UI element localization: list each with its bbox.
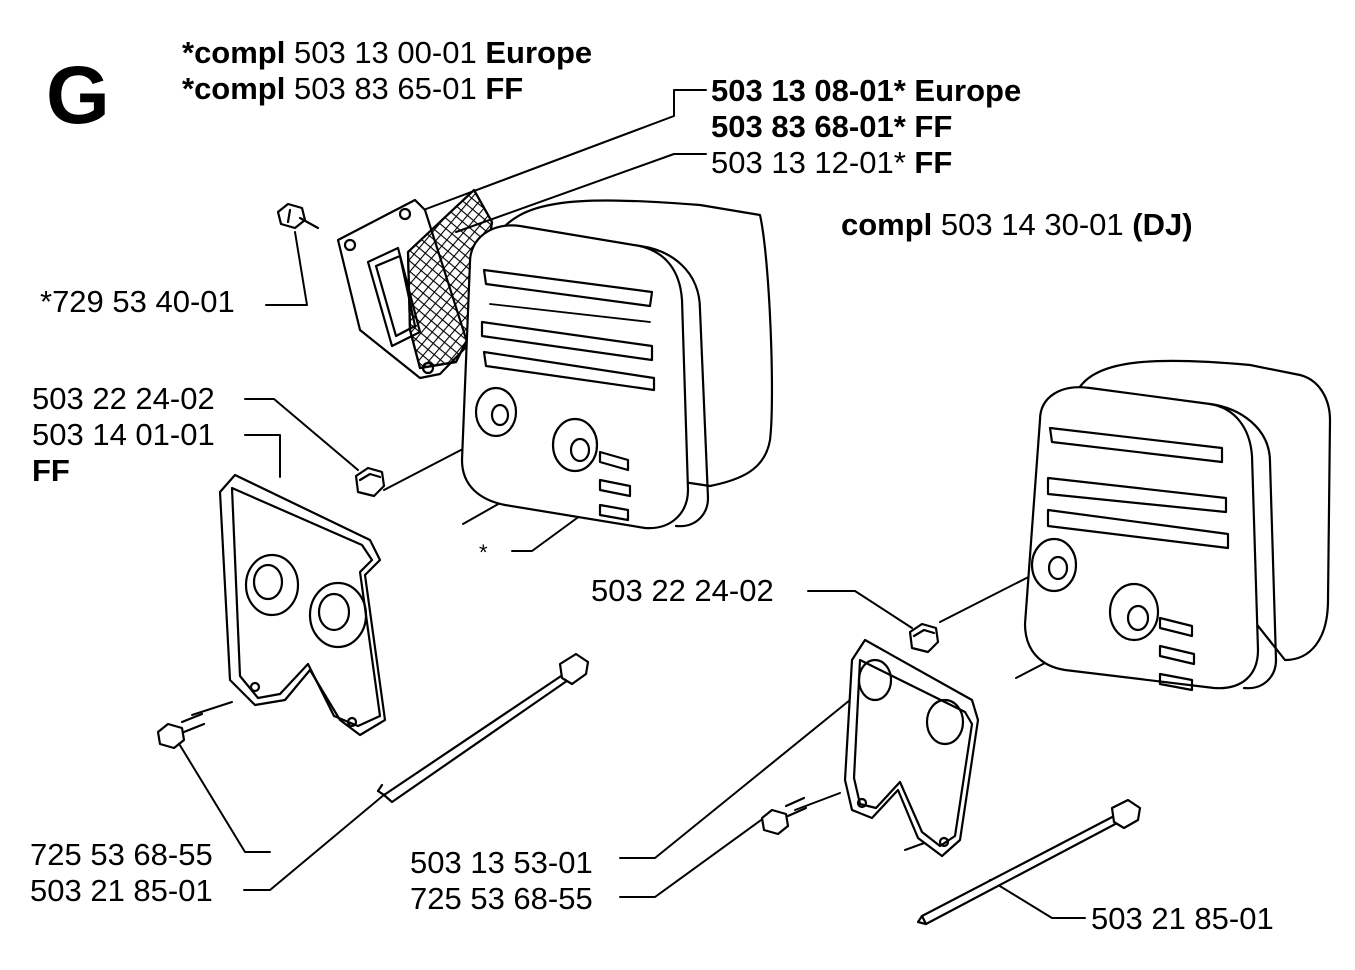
bolt-right-icon <box>760 796 808 836</box>
header-line-ff: *compl 503 83 65-01 FF <box>182 72 523 106</box>
label-gasket-left: 503 14 01-01 <box>32 417 215 452</box>
dj-label: compl 503 14 30-01 (DJ) <box>841 208 1193 242</box>
rod-right-icon <box>916 798 1142 926</box>
nut-left-icon <box>354 466 386 498</box>
header-region-2: FF <box>485 71 524 106</box>
dj-number: 503 14 30-01 <box>940 207 1124 242</box>
header-compl-2: *compl <box>182 71 286 106</box>
plate-right-icon <box>843 638 980 858</box>
label-gasket-left-ff: FF <box>32 453 70 488</box>
bolt-left-icon <box>156 712 206 750</box>
screen-number-3: 503 13 12-01* <box>711 145 906 180</box>
header-number-2: 503 83 65-01 <box>293 71 477 106</box>
screen-label-europe: 503 13 08-01* Europe <box>711 74 1021 108</box>
screw-729-icon <box>276 202 320 230</box>
screen-region-3: FF <box>914 145 953 180</box>
screen-region-1: Europe <box>914 73 1022 108</box>
rod-left-icon <box>376 652 590 804</box>
label-rod-right: 503 21 85-01 <box>1091 901 1274 936</box>
gasket-plate-left-icon <box>218 473 387 737</box>
label-bolt-right: 725 53 68-55 <box>410 881 593 916</box>
label-plate-right: 503 13 53-01 <box>410 845 593 880</box>
screen-label-ff-2: 503 13 12-01* FF <box>711 146 952 180</box>
muffler-right-icon <box>1023 359 1332 692</box>
dj-variant: (DJ) <box>1132 207 1193 242</box>
nut-right-icon <box>908 622 940 654</box>
screen-region-2: FF <box>914 109 953 144</box>
header-region-1: Europe <box>485 35 593 70</box>
muffler-left-icon <box>460 199 774 530</box>
screen-label-ff: 503 83 68-01* FF <box>711 110 952 144</box>
label-bolt-left-a: 725 53 68-55 <box>30 837 213 872</box>
screen-number-1: 503 13 08-01* <box>711 73 906 108</box>
section-letter: G <box>46 50 110 141</box>
label-screw-729: *729 53 40-01 <box>40 284 235 319</box>
label-nut-right: 503 22 24-02 <box>591 573 774 608</box>
label-star: * <box>479 540 488 565</box>
header-compl-1: *compl <box>182 35 286 70</box>
header-line-europe: *compl 503 13 00-01 Europe <box>182 36 592 70</box>
dj-compl: compl <box>841 207 933 242</box>
label-nut-left: 503 22 24-02 <box>32 381 215 416</box>
label-bolt-left-b: 503 21 85-01 <box>30 873 213 908</box>
screen-number-2: 503 83 68-01* <box>711 109 906 144</box>
header-number-1: 503 13 00-01 <box>293 35 477 70</box>
